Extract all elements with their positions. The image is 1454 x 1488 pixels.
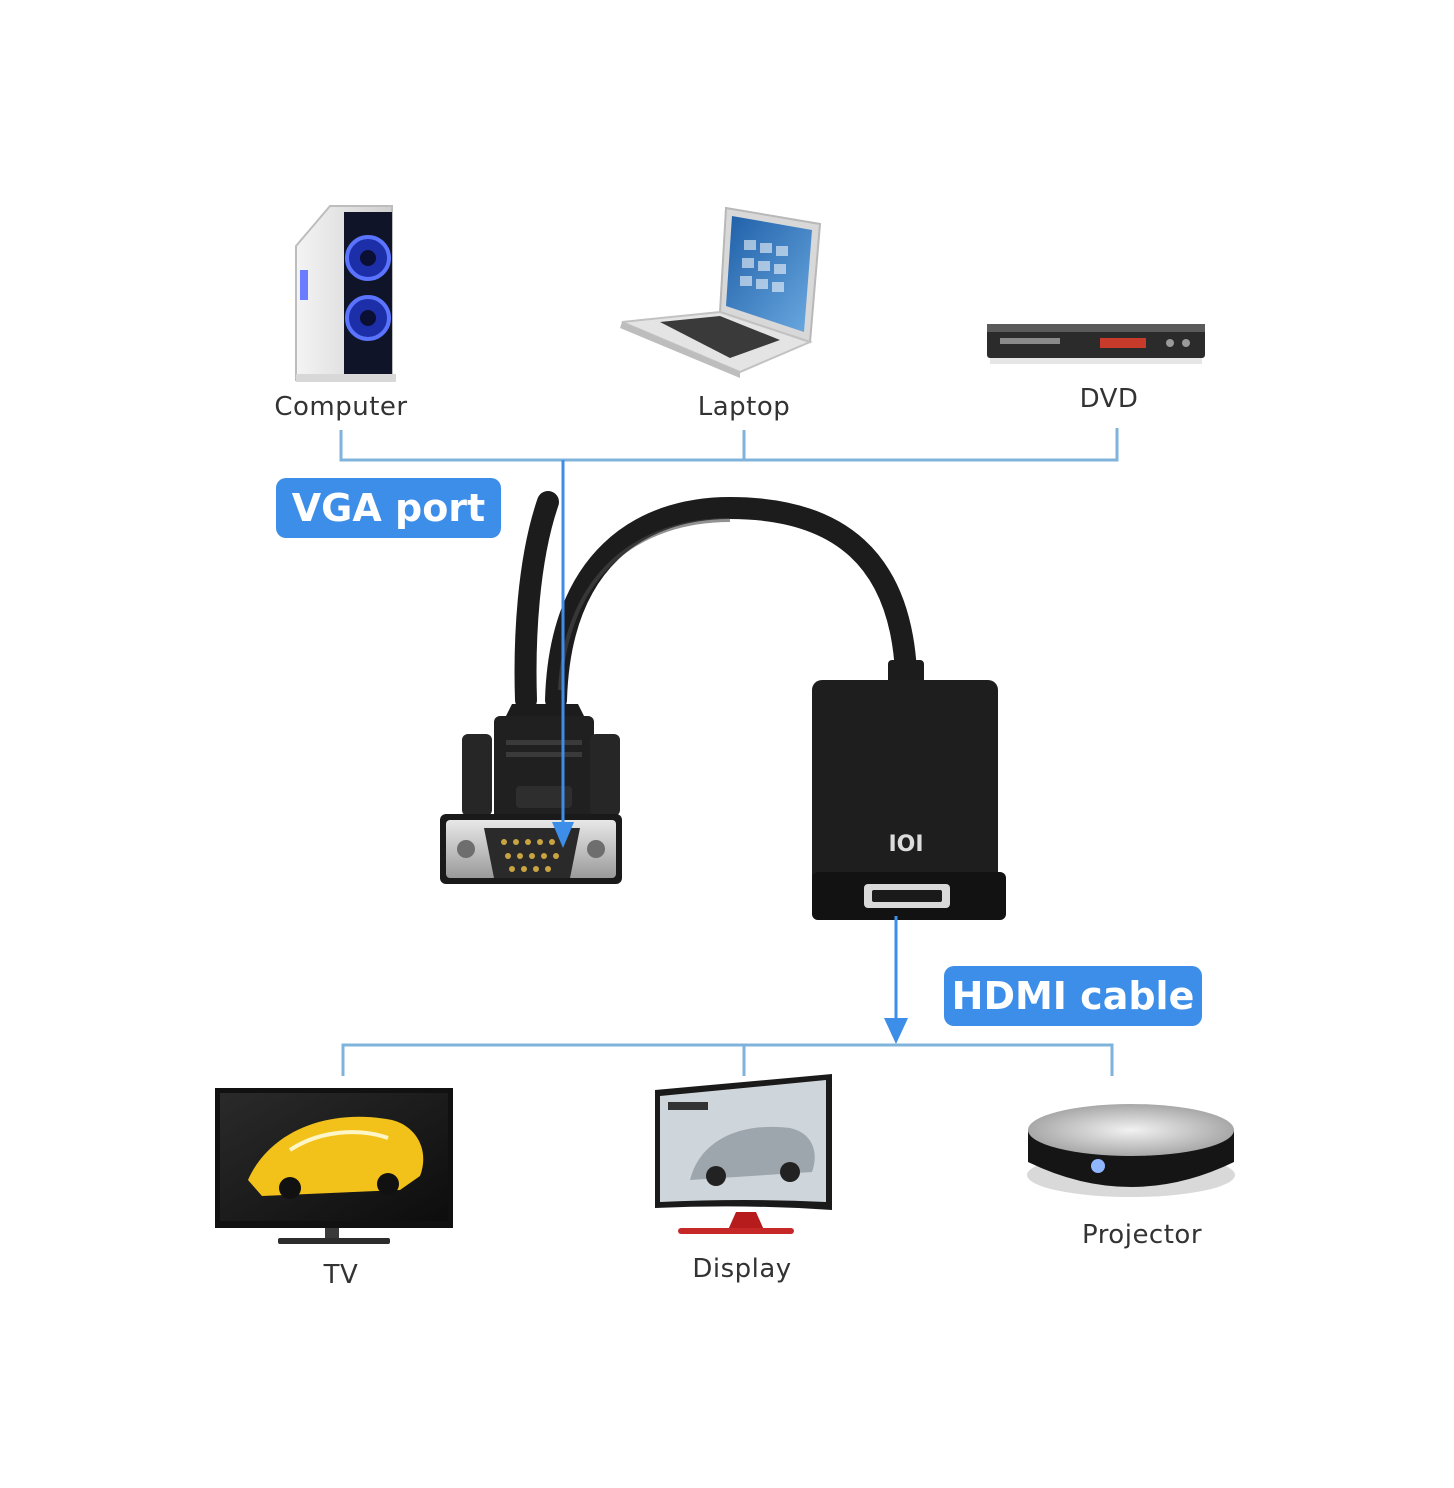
hdmi-signal-arrow bbox=[884, 916, 908, 1044]
target-label-tv: TV bbox=[323, 1260, 359, 1290]
target-label-display: Display bbox=[692, 1254, 792, 1284]
curved-monitor-icon bbox=[655, 1074, 832, 1234]
adapter-cable bbox=[514, 491, 917, 711]
laptop-icon bbox=[620, 206, 822, 378]
source-label-dvd: DVD bbox=[1079, 384, 1139, 414]
tv-icon bbox=[215, 1088, 453, 1244]
computer-tower-icon bbox=[295, 205, 396, 382]
vga-signal-arrow bbox=[552, 460, 574, 848]
hdmi-cable-badge: HDMI cable bbox=[944, 966, 1202, 1026]
target-label-projector: Projector bbox=[1081, 1220, 1203, 1250]
hdmi-adapter-box-icon: IOI bbox=[812, 660, 1006, 920]
dvd-player-icon bbox=[987, 324, 1205, 364]
vga-connector-icon bbox=[440, 704, 622, 884]
source-label-laptop: Laptop bbox=[697, 392, 791, 422]
projector-icon bbox=[1027, 1104, 1235, 1197]
vga-port-badge: VGA port bbox=[276, 478, 501, 538]
source-connector-lines bbox=[339, 428, 1119, 462]
target-connector-lines bbox=[341, 1043, 1114, 1076]
source-label-computer: Computer bbox=[274, 392, 408, 422]
hdmi-port-symbol: IOI bbox=[888, 832, 923, 857]
